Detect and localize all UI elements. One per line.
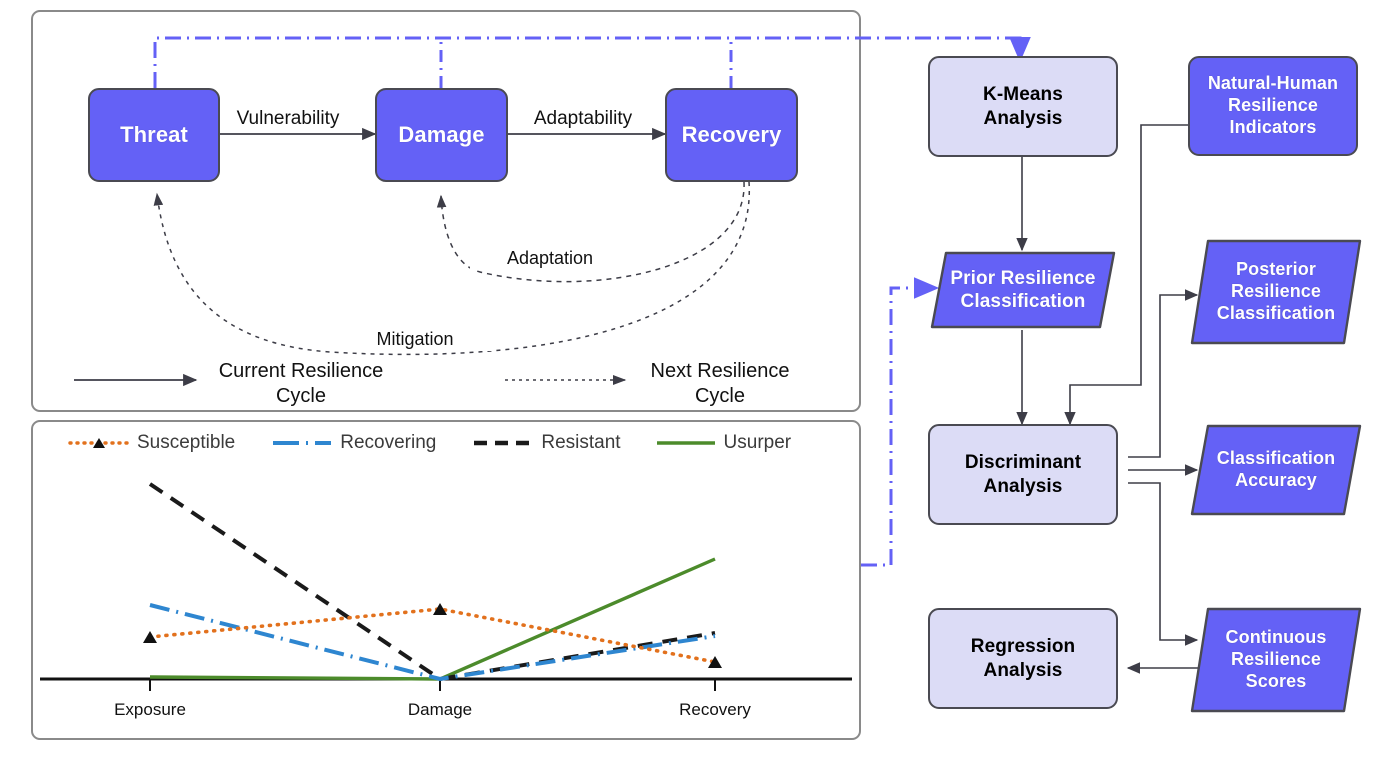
legend-swatch-resistant (472, 435, 534, 451)
chart-series-susceptible (143, 603, 722, 668)
cycle-node-recovery-label: Recovery (681, 121, 782, 147)
edge-cycle-to-kmeans (153, 36, 1031, 88)
chart-series-resistant (148, 482, 716, 682)
edge-label-adaptability: Adaptability (533, 108, 633, 129)
edge-label-adaptation: Adaptation (470, 247, 630, 270)
legend-label-susceptible: Susceptible (137, 432, 236, 453)
edge-indicators-to-discriminant (1064, 124, 1188, 426)
chart-series-usurper (149, 557, 716, 681)
legend-label-recovering: Recovering (340, 432, 437, 453)
chart-legend: Susceptible Recovering Resistant (68, 432, 791, 454)
legend-swatch-usurper (655, 435, 717, 451)
parallelogram-shape (1190, 239, 1362, 345)
cycle-legend-next-label: Next Resilience Cycle (650, 360, 790, 407)
parallelogram-shape (1190, 424, 1362, 516)
edge-recovery-damage-adaptation (436, 181, 745, 283)
legend-swatch-recovering (271, 435, 333, 451)
chart-axis (40, 677, 852, 691)
cycle-legend-current-label: Current Resilience Cycle (218, 360, 384, 407)
legend-item-recovering[interactable]: Recovering (271, 432, 436, 454)
legend-item-usurper[interactable]: Usurper (655, 432, 792, 454)
edge-label-vulnerability: Vulnerability (236, 108, 340, 129)
chart-series-recovering (149, 603, 716, 682)
chart-xtick-exposure: Exposure (114, 700, 186, 719)
cycle-node-damage[interactable]: Damage (375, 88, 508, 182)
cycle-node-recovery[interactable]: Recovery (665, 88, 798, 182)
edge-chart-to-prior (861, 277, 940, 567)
cycle-node-damage-label: Damage (398, 121, 485, 147)
edge-label-mitigation: Mitigation (335, 328, 495, 351)
cycle-node-threat[interactable]: Threat (88, 88, 220, 182)
edge-recovery-threat-mitigation (153, 181, 750, 356)
parallelogram-shape (1190, 607, 1362, 713)
parallelogram-shape (930, 251, 1116, 329)
cycle-node-threat-label: Threat (120, 121, 188, 147)
legend-label-usurper: Usurper (723, 432, 792, 453)
edge-discriminant-to-posterior (1128, 289, 1199, 458)
legend-label-resistant: Resistant (541, 432, 621, 453)
chart-xtick-recovery: Recovery (679, 700, 751, 719)
edge-discriminant-to-scores (1128, 482, 1199, 646)
chart-xtick-damage: Damage (407, 700, 473, 719)
resilience-trajectory-chart-panel (31, 420, 861, 740)
legend-swatch-susceptible (68, 435, 130, 451)
legend-item-susceptible[interactable]: Susceptible (68, 432, 235, 454)
legend-item-resistant[interactable]: Resistant (472, 432, 621, 454)
